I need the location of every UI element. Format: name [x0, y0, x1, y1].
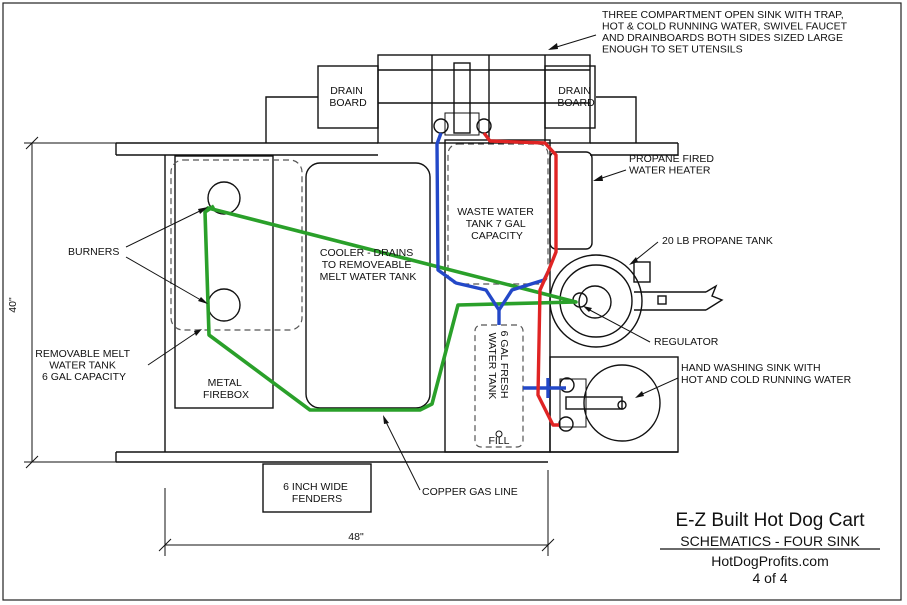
burners-label: BURNERS	[68, 246, 119, 258]
dimension-height	[24, 136, 116, 469]
hand-sink-label: HAND WASHING SINK WITH HOT AND COLD RUNN…	[681, 362, 852, 386]
hand-washing-sink	[558, 364, 661, 442]
waste-tank-label: WASTE WATER TANK 7 GAL CAPACITY	[457, 206, 537, 242]
site-name: HotDogProfits.com	[711, 553, 828, 569]
water-heater-label: PROPANE FIRED WATER HEATER	[629, 153, 717, 177]
cooler-label: COOLER - DRAINS TO REMOVEABLE MELT WATER…	[320, 247, 417, 283]
propane-water-heater	[549, 151, 593, 250]
burner-bottom	[207, 288, 241, 322]
regulator-valve-icon	[578, 285, 612, 319]
hand-sink-drain-icon	[617, 400, 627, 410]
diagram-subtitle: SCHEMATICS - FOUR SINK	[680, 533, 860, 549]
leader-lines	[125, 34, 679, 491]
gas-line	[203, 206, 578, 412]
dimension-width	[158, 470, 555, 556]
piping	[203, 131, 578, 427]
dimension-width-label: 48"	[348, 531, 364, 543]
drain-board-right	[544, 65, 596, 129]
page-number: 4 of 4	[752, 570, 787, 586]
metal-firebox	[174, 155, 274, 409]
melt-water-tank-outline	[170, 159, 303, 331]
firebox-label: METAL FIREBOX	[203, 377, 249, 401]
gas-line-label: COPPER GAS LINE	[422, 486, 518, 498]
drain-board-right-label: DRAIN BOARD	[557, 85, 595, 109]
title-block: E-Z Built Hot Dog Cart SCHEMATICS - FOUR…	[660, 510, 880, 586]
burner-top	[207, 181, 241, 215]
sink-note-label: THREE COMPARTMENT OPEN SINK WITH TRAP, H…	[602, 9, 850, 56]
hand-sink-valve-cold-icon	[559, 377, 575, 393]
dimension-height-label: 40"	[7, 297, 19, 313]
fenders-label: 6 INCH WIDE FENDERS	[283, 481, 351, 505]
diagram-title: E-Z Built Hot Dog Cart	[676, 510, 866, 531]
fresh-water-tank	[474, 324, 524, 448]
melt-tank-label: REMOVABLE MELT WATER TANK 6 GAL CAPACITY	[35, 348, 132, 383]
hand-sink-valve-hot-icon	[558, 416, 574, 432]
hot-water-line	[482, 131, 559, 427]
drain-board-left	[317, 65, 379, 129]
fill-label: FILL	[488, 435, 509, 447]
drain-board-left-label: DRAIN BOARD	[329, 85, 367, 109]
cooler	[305, 162, 431, 409]
waste-water-tank	[447, 143, 549, 285]
fenders	[262, 463, 372, 513]
regulator-label: REGULATOR	[654, 336, 719, 348]
fill-cap-icon	[495, 430, 503, 438]
fresh-tank-label: 6 GAL FRESH WATER TANK	[486, 331, 510, 402]
sink-valve-cold-icon	[433, 118, 449, 134]
propane-tank-label: 20 LB PROPANE TANK	[662, 235, 773, 247]
